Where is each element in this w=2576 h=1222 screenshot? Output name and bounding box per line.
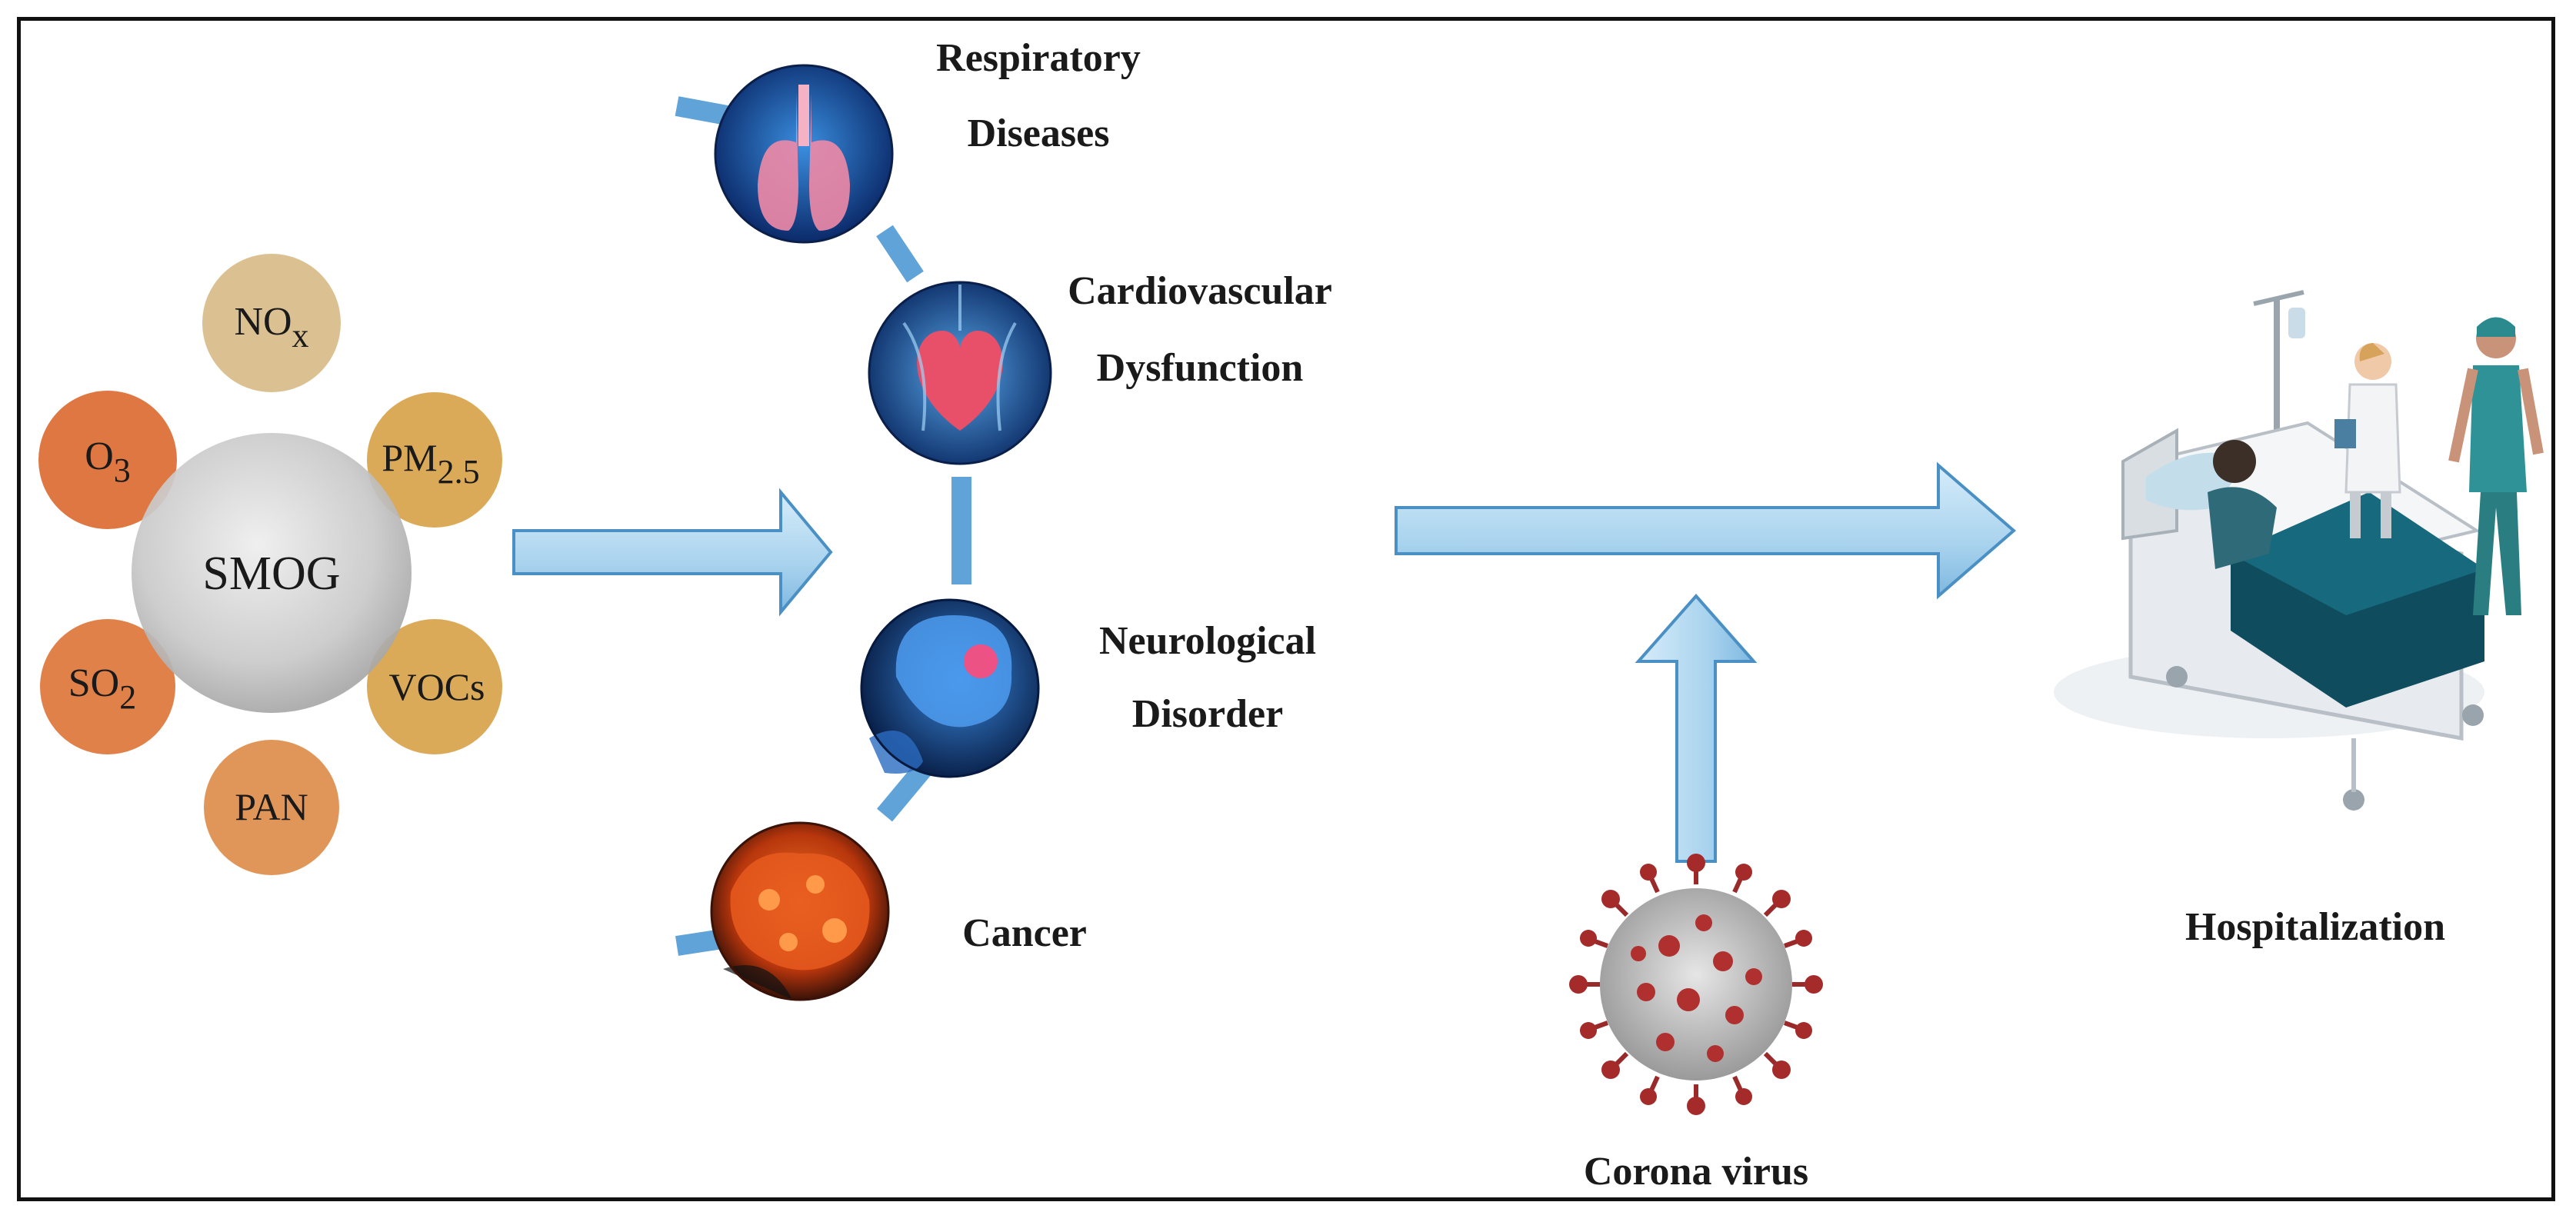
pollutant-so2-label: SO2 [68, 661, 136, 716]
petal-nox [202, 254, 341, 392]
arrow-virus-up [1635, 593, 1758, 863]
pollutant-pm25-label: PM2.5 [382, 436, 479, 491]
petal-pm25 [367, 392, 502, 528]
disease-label-cardiovascular-2: Dysfunction [1097, 346, 1304, 390]
hospitalization-label: Hospitalization [2185, 905, 2445, 949]
smog-label: SMOG [202, 548, 340, 600]
disease-label-respiratory: Respiratory [936, 36, 1141, 80]
petal-vocs [367, 619, 502, 754]
disease-label-neurological: Neurological [1099, 619, 1316, 663]
cancer-cell-icon [710, 821, 890, 1001]
disease-label-neurological-2: Disorder [1132, 692, 1283, 736]
petal-pan [204, 740, 339, 875]
petal-so2 [40, 619, 175, 754]
brain-icon [860, 598, 1040, 778]
virus-label: Corona virus [1584, 1150, 1808, 1194]
arrow-diseases-to-hospitalization [1395, 461, 2017, 600]
petal-o3 [38, 391, 177, 529]
coronavirus-icon [1569, 854, 1823, 1115]
figure-border [17, 17, 2555, 1201]
disease-label-cardiovascular: Cardiovascular [1068, 269, 1332, 313]
disease-label-respiratory-2: Diseases [968, 112, 1110, 155]
hospital-bed-scene-icon [2054, 290, 2544, 811]
pollutant-pan-label: PAN [235, 785, 308, 828]
arrow-smog-to-diseases [512, 488, 833, 617]
lungs-icon [714, 64, 894, 244]
pollutant-vocs-label: VOCs [388, 665, 485, 708]
heart-icon [868, 281, 1052, 465]
pollutant-nox-label: NOx [234, 300, 308, 355]
smog-center-circle [132, 433, 412, 713]
disease-label-cancer: Cancer [962, 911, 1087, 955]
pollutant-o3-label: O3 [85, 435, 131, 489]
smog-cluster: SMOG NOx PM2.5 VOCs PAN SO2 O3 [38, 254, 502, 875]
